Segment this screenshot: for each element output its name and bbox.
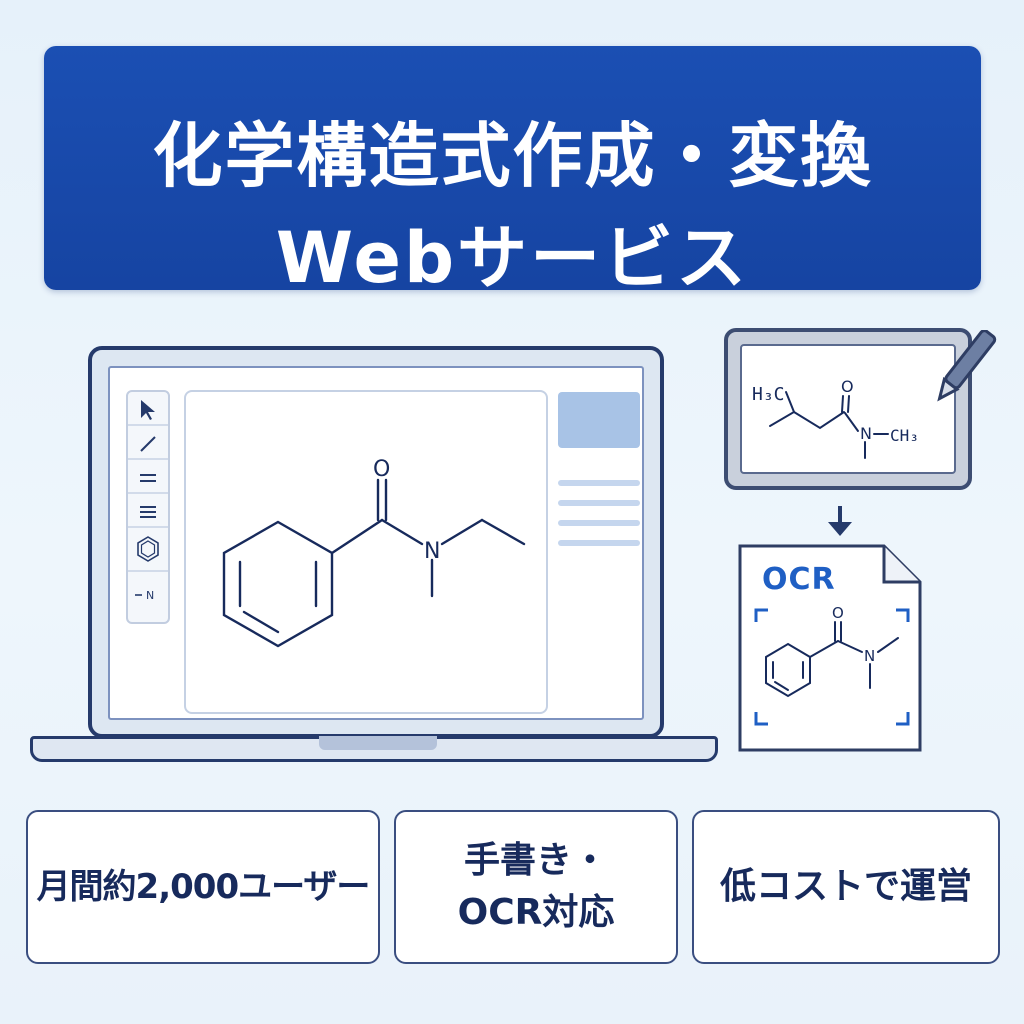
properties-line	[558, 480, 640, 486]
ocr-document: O N	[738, 544, 922, 752]
single-bond-tool-button[interactable]	[128, 426, 168, 460]
feature-card-low-cost: 低コストで運営	[692, 810, 1000, 964]
page-title-line1: 化学構造式作成・変換	[152, 115, 873, 197]
feature-text: 手書き・ OCR対応	[458, 835, 615, 939]
ocr-nitrogen-label: N	[864, 647, 875, 665]
laptop-screen: N O N	[88, 346, 664, 738]
properties-line	[558, 500, 640, 506]
double-bond-tool-button[interactable]	[128, 460, 168, 494]
feature-text-line1: 手書き・	[463, 840, 608, 881]
editor-window: N O N	[108, 366, 644, 720]
feature-card-handwriting-ocr: 手書き・ OCR対応	[394, 810, 678, 964]
stylus-pen-icon	[937, 330, 997, 402]
triple-bond-icon	[140, 506, 156, 518]
benzene-ring-icon	[137, 536, 159, 562]
title-banner: 化学構造式作成・変換 Webサービス	[44, 46, 981, 299]
handwritten-structure: H₃C O N CH₃	[752, 377, 919, 459]
handwriting-screen: H₃C O N CH₃	[740, 344, 956, 474]
drawing-canvas[interactable]: O N	[184, 390, 548, 714]
laptop-base	[30, 736, 718, 762]
page-title-line2: Webサービス	[275, 217, 750, 299]
scan-frame-icon	[754, 608, 910, 726]
handwritten-oxygen-label: O	[841, 377, 854, 396]
svg-text:N: N	[146, 589, 154, 602]
feature-text: 低コストで運営	[719, 866, 972, 907]
feature-card-monthly-users: 月間約2,000ユーザー	[26, 810, 380, 964]
benzene-ring-tool-button[interactable]	[128, 528, 168, 572]
tablet: H₃C O N CH₃	[724, 328, 972, 490]
feature-text: 月間約2,000ユーザー	[36, 867, 371, 907]
pointer-tool-button[interactable]	[128, 392, 168, 426]
laptop-notch	[319, 736, 437, 750]
ocr-oxygen-label: O	[832, 604, 844, 622]
single-bond-icon	[140, 436, 156, 452]
oxygen-atom-label: O	[373, 457, 390, 482]
arrow-down-icon	[828, 506, 852, 536]
ocr-label: OCR	[762, 562, 836, 597]
nitrogen-atom-tool-button[interactable]: N	[128, 572, 168, 618]
methyl-right-label: CH₃	[890, 426, 919, 445]
n-ethyl-n-methylbenzamide-structure: O N	[222, 457, 526, 648]
editor-toolbar: N	[126, 390, 170, 624]
properties-line	[558, 520, 640, 526]
nitrogen-atom-label: N	[424, 539, 440, 564]
methyl-left-label: H₃C	[752, 384, 785, 405]
nitrogen-atom-icon: N	[135, 589, 154, 602]
pointer-icon	[141, 400, 155, 420]
triple-bond-tool-button[interactable]	[128, 494, 168, 528]
properties-line	[558, 540, 640, 546]
properties-panel-header	[558, 392, 640, 448]
feature-text-line2: OCR対応	[457, 892, 615, 933]
double-bond-icon	[140, 474, 156, 482]
handwritten-nitrogen-label: N	[860, 424, 872, 443]
